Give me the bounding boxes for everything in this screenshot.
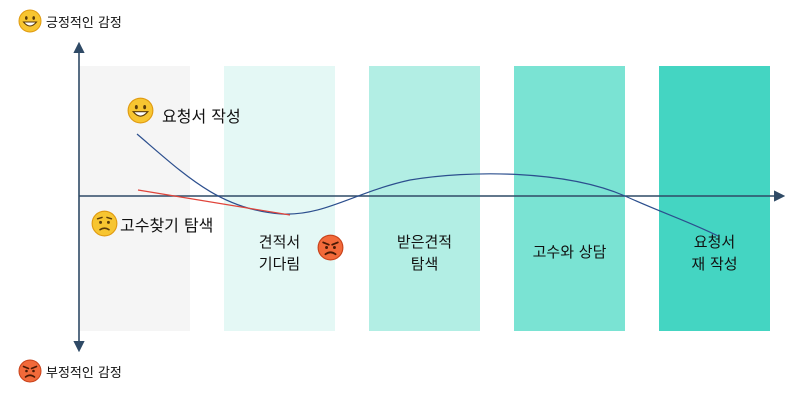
stage-label-line: 재 작성: [691, 255, 738, 273]
legend-positive: 긍정적인 감정: [18, 9, 122, 33]
emotion-point-label: 고수찾기 탐색: [120, 215, 214, 235]
stage-label-line: 견적서: [258, 233, 301, 251]
stage-label-line: 받은견적: [396, 233, 453, 251]
legend-negative-label: 부정적인 감정: [46, 365, 122, 381]
stage-label-line: 탐색: [410, 255, 439, 273]
stage-panel-5: [659, 66, 770, 331]
stage-label-line: 고수와 상담: [532, 243, 607, 261]
stage-label-consult: 고수와 상담: [514, 241, 625, 263]
stage-label-wait: 견적서 기다림: [224, 231, 335, 275]
angry-face-icon: [18, 359, 42, 383]
stage-label-line: 기다림: [258, 255, 301, 273]
angry-face-icon: [317, 234, 344, 261]
stage-panel-4: [514, 66, 625, 331]
legend-negative: 부정적인 감정: [18, 359, 122, 383]
stage-panel-2: [224, 66, 335, 331]
stage-label-line: 요청서: [693, 233, 736, 251]
worried-face-icon: [91, 210, 118, 237]
emotion-point-request: 요청서 작성: [127, 93, 241, 127]
emotion-curve: [136, 133, 719, 237]
emotion-point-search: 고수찾기 탐색: [91, 210, 213, 237]
grinning-face-icon: [127, 97, 154, 123]
legend-positive-label: 긍정적인 감정: [46, 15, 122, 31]
stage-label-review: 받은견적 탐색: [369, 231, 480, 275]
grinning-face-icon: [18, 9, 42, 33]
emotion-point-label: 요청서 작성: [162, 107, 241, 126]
stage-label-rewrite: 요청서 재 작성: [659, 231, 770, 275]
search-emotion-line: [137, 189, 291, 216]
stage-panel-3: [369, 66, 480, 331]
emotion-point-wait: [317, 234, 344, 265]
